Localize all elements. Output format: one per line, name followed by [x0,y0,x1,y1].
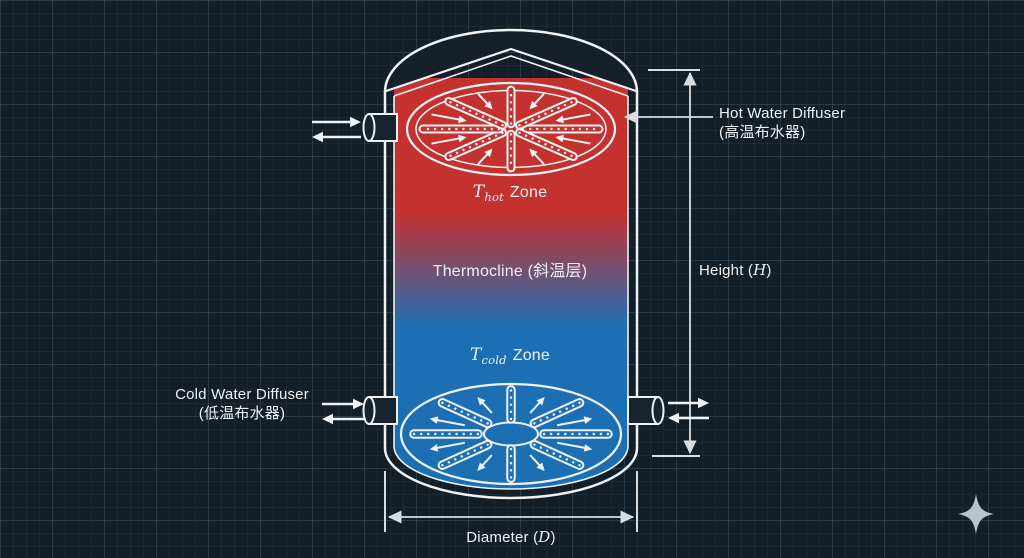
sparkle-icon [958,494,994,534]
flow-arrows [312,116,709,425]
cold-water-diffuser-graphic [399,382,623,486]
cold-diffuser-callout-line2: (低温布水器) [198,405,286,422]
hot-diffuser-callout: Hot Water Diffuser (高温布水器) [719,104,845,142]
hot-diffuser-callout-line2: (高温布水器) [719,124,806,141]
cold-diffuser-callout-line1: Cold Water Diffuser [175,386,309,403]
hot-water-diffuser-graphic [405,81,617,177]
tank-fluid [394,78,628,489]
thermocline-label: Thermocline (斜温层) [432,263,588,280]
diameter-dimension-label: Diameter (D) [466,528,556,546]
tank-dome-outline [383,28,639,97]
height-dimension-label: Height (H) [699,261,772,279]
tank-dome-fill [385,30,637,92]
cold-water-pipe-right [627,396,665,425]
dimension-annotations [384,69,713,532]
tank-shell-outline [383,91,639,500]
cold-water-pipe-left [362,396,398,425]
cold-diffuser-callout: Cold Water Diffuser (低温布水器) [132,385,352,423]
hot-water-pipe [362,113,398,142]
hot-diffuser-callout-line1: Hot Water Diffuser [719,105,846,122]
